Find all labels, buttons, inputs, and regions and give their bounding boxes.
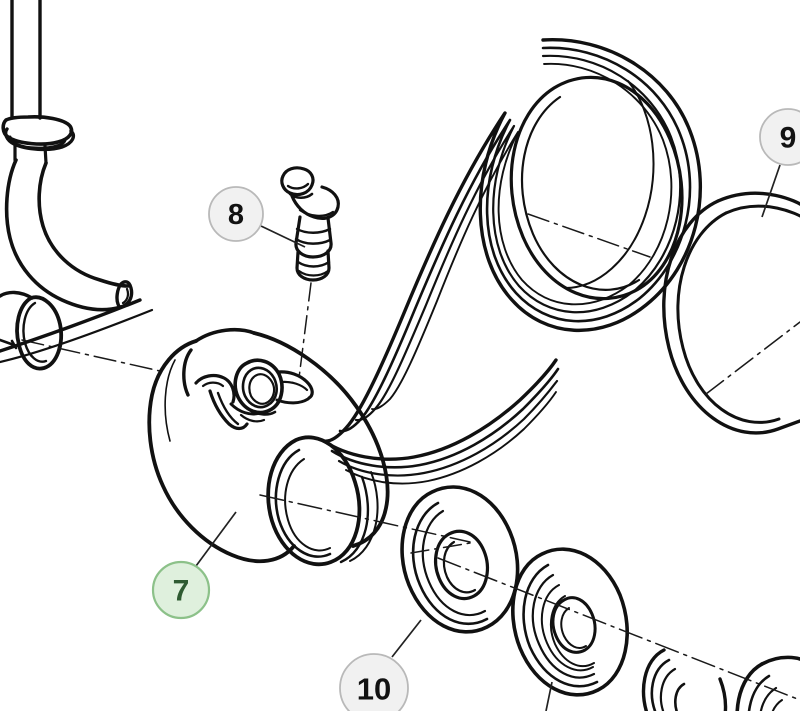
leader-lines — [195, 164, 781, 711]
callout-group: 7 8 9 10 — [151, 108, 800, 711]
part-vertical-pipe — [1, 0, 75, 165]
callout-8[interactable]: 8 — [208, 186, 264, 242]
centerline-oring — [705, 321, 800, 395]
part-belt — [322, 38, 702, 485]
leader-7 — [195, 511, 237, 567]
callout-7-circle[interactable] — [151, 560, 211, 620]
leader-bearing-2-down — [545, 681, 553, 711]
callout-10[interactable]: 10 — [339, 653, 409, 711]
callout-10-label: 10 — [357, 672, 391, 707]
callout-8-label: 8 — [228, 199, 244, 231]
leader-10 — [391, 619, 422, 658]
part-bearing-3 — [641, 648, 728, 711]
centerline-grease-fitting — [298, 282, 312, 379]
part-hose-upper-run — [0, 298, 154, 364]
part-oring — [662, 191, 800, 435]
leader-9 — [761, 164, 781, 218]
callout-7[interactable]: 7 — [151, 560, 211, 620]
part-grease-fitting — [280, 166, 340, 379]
callout-10-circle[interactable] — [339, 653, 409, 711]
centerline-bearing-stack — [437, 557, 800, 701]
centerline-belt — [527, 213, 651, 258]
part-bearing-2 — [511, 547, 629, 697]
centerline-housing — [259, 494, 471, 543]
callout-9-circle[interactable] — [759, 108, 800, 166]
part-mount-boss — [194, 358, 314, 431]
callout-9-label: 9 — [780, 122, 797, 155]
centerline-tube — [21, 339, 161, 372]
centerline-bearing-left — [410, 542, 471, 554]
leader-8 — [260, 225, 306, 248]
callout-8-circle[interactable] — [208, 186, 264, 242]
callout-7-label: 7 — [173, 575, 190, 608]
callout-9[interactable]: 9 — [759, 108, 800, 166]
part-bent-hose — [4, 158, 134, 312]
